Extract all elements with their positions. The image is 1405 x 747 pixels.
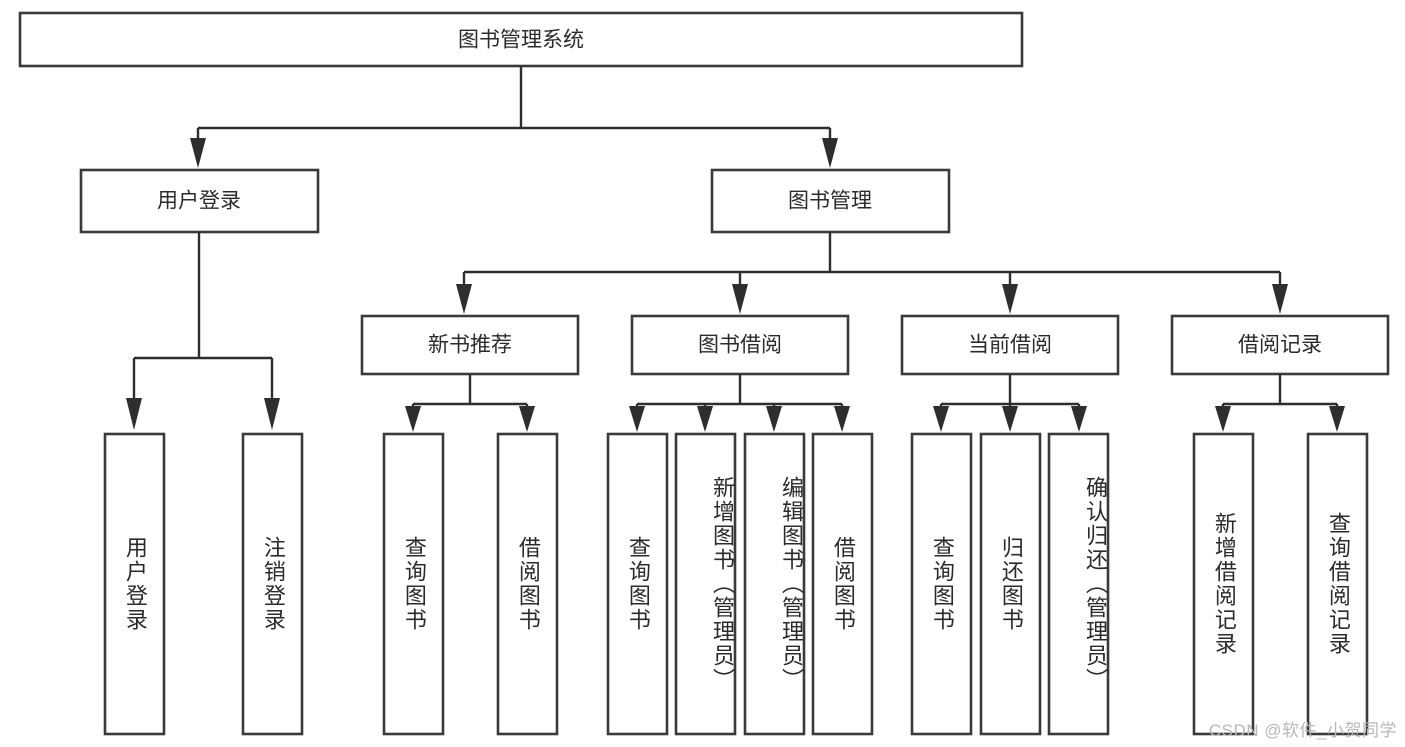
leaf-box-user-login[interactable] (103, 432, 166, 736)
leaf-box-confirm-return[interactable] (1047, 432, 1110, 736)
arrow-head-to-userlogin (190, 138, 206, 168)
node-borrow-record[interactable]: 借阅记录 (1170, 314, 1390, 376)
leaf-box-query-book-2[interactable] (606, 432, 669, 736)
node-user-login[interactable]: 用户登录 (79, 168, 320, 234)
arrow-head-leaf-query-record (1329, 406, 1345, 432)
arrow-head-leaf-user-login (126, 398, 142, 430)
node-current-borrow[interactable]: 当前借阅 (900, 314, 1120, 376)
node-new-book-rec[interactable]: 新书推荐 (360, 314, 580, 376)
arrow-head-to-bookmanage (822, 138, 838, 168)
arrow-head-leaf-return-book (1002, 406, 1018, 432)
arrow-head-to-current-borrow (1002, 284, 1018, 314)
node-book-manage-label: 图书管理 (788, 190, 872, 213)
node-book-manage[interactable]: 图书管理 (710, 168, 951, 234)
leaf-box-query-book-3[interactable] (910, 432, 973, 736)
arrow-head-leaf-user-logout (264, 398, 280, 430)
leaf-box-borrow-book-1[interactable] (496, 432, 559, 736)
node-new-book-rec-box[interactable] (360, 314, 580, 376)
node-book-borrow-label: 图书借阅 (698, 334, 782, 357)
leaf-box-add-book[interactable] (674, 432, 737, 736)
node-user-login-label: 用户登录 (157, 190, 241, 213)
arrow-head-leaf-query-book-3 (933, 406, 949, 432)
leaf-box-add-record[interactable] (1192, 432, 1255, 736)
arrow-head-to-book-borrow (732, 284, 748, 314)
node-current-borrow-box[interactable] (900, 314, 1120, 376)
leaf-box-borrow-book-2[interactable] (811, 432, 874, 736)
arrow-head-leaf-borrow-book-2 (834, 406, 850, 432)
node-current-borrow-label: 当前借阅 (968, 334, 1052, 357)
arrow-head-leaf-query-book-1 (405, 406, 421, 432)
node-borrow-record-box[interactable] (1170, 314, 1390, 376)
arrow-head-leaf-edit-book (766, 406, 782, 432)
csdn-watermark: CSDN @软件_小贺同学 (1208, 721, 1397, 740)
arrow-head-leaf-borrow-book-1 (519, 406, 535, 432)
node-borrow-record-label: 借阅记录 (1238, 334, 1322, 357)
node-book-manage-box[interactable] (710, 168, 951, 234)
leaf-box-query-record[interactable] (1306, 432, 1369, 736)
leaf-box-query-book-1[interactable] (382, 432, 445, 736)
leaf-box-return-book[interactable] (979, 432, 1042, 736)
leaf-box-user-logout[interactable] (241, 432, 304, 736)
arrow-head-leaf-query-book-2 (629, 406, 645, 432)
node-root-box[interactable] (18, 11, 1024, 68)
node-root[interactable]: 图书管理系统 (18, 11, 1024, 68)
arrow-head-leaf-add-record (1215, 406, 1231, 432)
arrow-head-leaf-add-book (697, 406, 713, 432)
node-root-label: 图书管理系统 (458, 29, 584, 52)
arrow-head-to-borrow-record (1272, 284, 1288, 314)
arrow-head-leaf-confirm-return (1071, 406, 1087, 432)
node-new-book-rec-label: 新书推荐 (428, 334, 512, 357)
leaf-box-edit-book[interactable] (743, 432, 806, 736)
node-book-borrow[interactable]: 图书借阅 (630, 314, 850, 376)
arrow-head-to-new-book-rec (456, 284, 472, 314)
node-book-borrow-box[interactable] (630, 314, 850, 376)
